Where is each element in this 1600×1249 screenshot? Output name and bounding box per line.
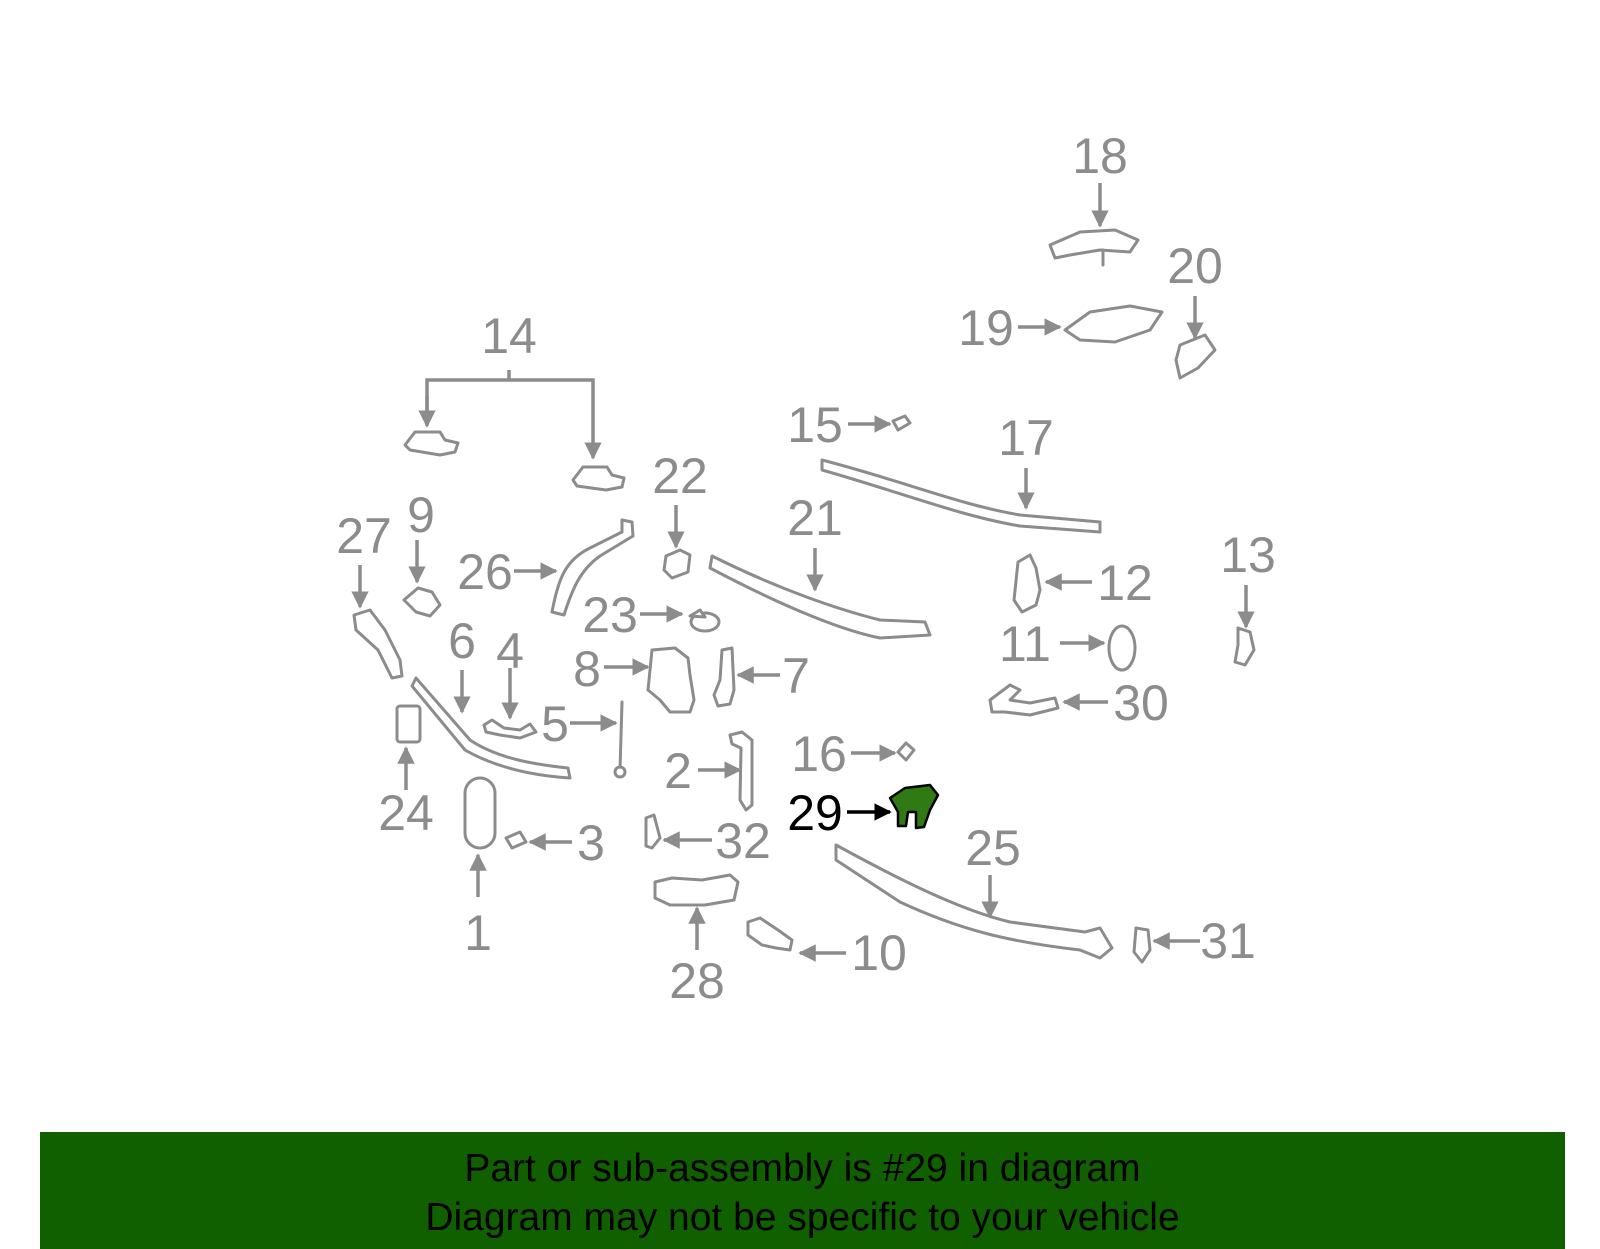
part-18: [1048, 228, 1140, 260]
callout-1: 1: [464, 905, 492, 961]
part-28: [653, 873, 740, 907]
callout-4: 4: [496, 623, 524, 679]
part-24: [395, 704, 422, 744]
part-8: [646, 646, 696, 714]
part-10: [746, 916, 794, 952]
callout-23: 23: [582, 587, 638, 643]
callout-5: 5: [541, 696, 569, 752]
part-20: [1174, 333, 1217, 380]
callout-16: 16: [791, 726, 847, 782]
part-13: [1233, 626, 1256, 667]
part-1: [463, 776, 497, 850]
part-21: [708, 554, 932, 640]
callout-7: 7: [782, 648, 810, 704]
part-15: [891, 414, 912, 432]
callout-18: 18: [1072, 128, 1128, 184]
part-14b: [571, 465, 626, 492]
part-25: [834, 843, 1114, 960]
callout-25: 25: [965, 820, 1021, 876]
callout-28: 28: [669, 953, 725, 1009]
part-11: [1107, 624, 1137, 672]
callout-31: 31: [1200, 913, 1256, 969]
callout-21: 21: [787, 490, 843, 546]
part-3: [504, 830, 528, 850]
callout-27: 27: [336, 508, 392, 564]
callout-11: 11: [999, 616, 1051, 672]
callout-6: 6: [448, 613, 476, 669]
callout-24: 24: [378, 785, 434, 841]
callout-32: 32: [715, 813, 771, 869]
part-32: [644, 813, 662, 850]
callout-2: 2: [664, 743, 692, 799]
part-6: [410, 676, 572, 780]
callout-9: 9: [407, 487, 435, 543]
callout-30: 30: [1113, 675, 1169, 731]
callout-3: 3: [577, 815, 605, 871]
callout-19: 19: [958, 300, 1014, 356]
part-12: [1012, 553, 1042, 614]
callout-8: 8: [573, 641, 601, 697]
callout-26: 26: [457, 544, 513, 600]
part-4: [482, 718, 538, 740]
part-29: [888, 783, 940, 830]
part-17: [820, 458, 1102, 534]
banner-line-2: Diagram may not be specific to your vehi…: [425, 1196, 1180, 1239]
callout-13: 13: [1220, 527, 1276, 583]
callout-20: 20: [1167, 238, 1223, 294]
part-9: [402, 586, 442, 618]
part-16: [896, 741, 916, 762]
part-7: [712, 646, 736, 708]
part-5: [618, 700, 624, 772]
callout-17: 17: [998, 410, 1054, 466]
callout-29: 29: [787, 785, 843, 841]
callout-15: 15: [787, 397, 843, 453]
part-5-end: [613, 765, 627, 779]
banner-line-1: Part or sub-assembly is #29 in diagram: [464, 1147, 1141, 1190]
callout-14: 14: [481, 308, 537, 364]
part-22: [662, 548, 692, 580]
part-14a: [403, 430, 460, 457]
part-31: [1132, 926, 1152, 964]
callout-12: 12: [1097, 555, 1153, 611]
part-26: [550, 518, 635, 617]
part-30: [988, 683, 1060, 717]
callout-10: 10: [851, 925, 907, 981]
callout-22: 22: [652, 448, 708, 504]
part-23-stem: [688, 608, 707, 619]
part-19: [1063, 304, 1164, 344]
parts-diagram: 18 20 19 14 15 17 22 21 27 9 13 26 12 23…: [336, 128, 1276, 1009]
part-27: [352, 608, 404, 680]
info-banner: Part or sub-assembly is #29 in diagram D…: [40, 1132, 1565, 1249]
